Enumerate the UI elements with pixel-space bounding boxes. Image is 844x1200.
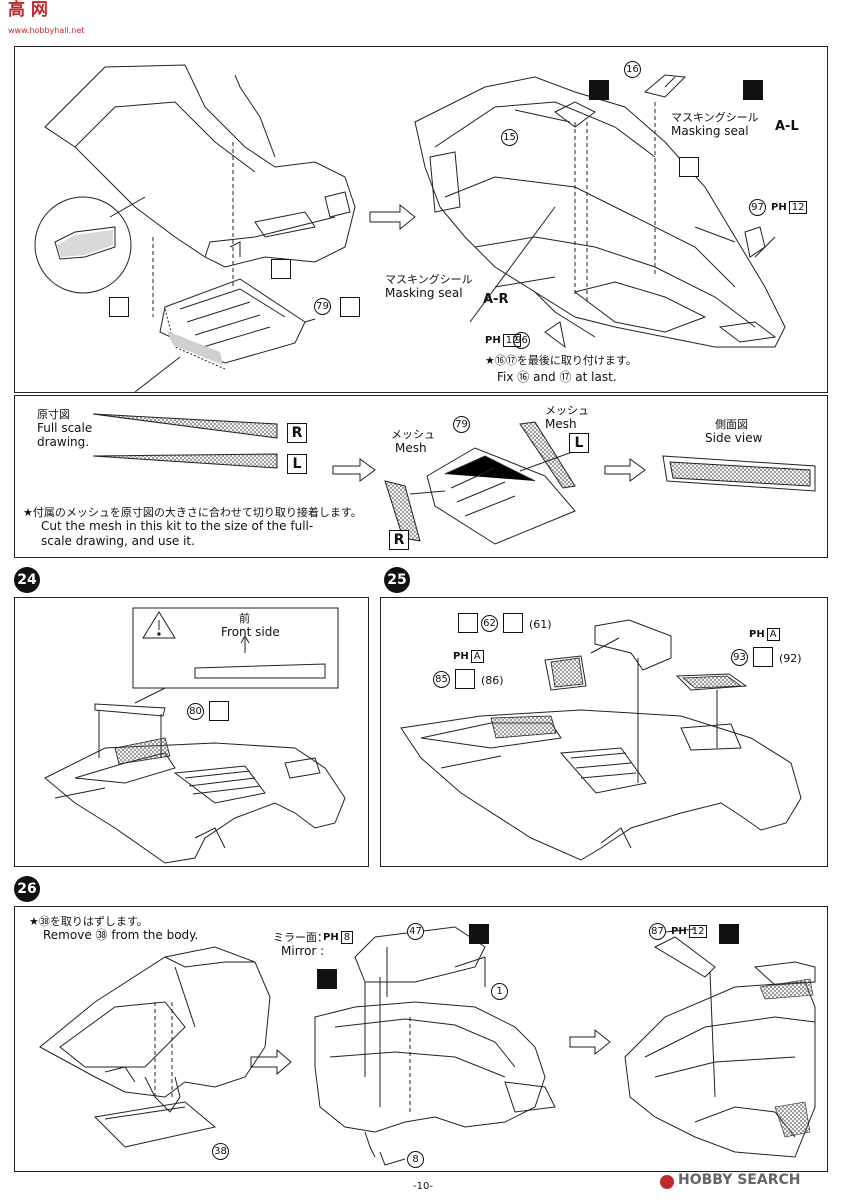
part-number: 1	[491, 983, 508, 1000]
cement-icon	[458, 613, 478, 633]
front-side-jp: 前	[239, 612, 250, 625]
part-number-optional: (61)	[529, 618, 552, 631]
right-marker: R	[389, 530, 409, 550]
masking-seal-label-en: Masking seal	[671, 124, 749, 138]
masking-seal-label-jp: マスキングシール	[671, 111, 759, 124]
part-number: 8	[407, 1151, 424, 1168]
body-a-l-label: A-L	[775, 119, 799, 134]
brand-icon	[660, 1175, 674, 1189]
side-view-jp: 側面図	[715, 418, 748, 431]
no-glue-icon	[109, 297, 129, 317]
mesh-label-en: Mesh	[395, 441, 427, 455]
masking-seal-label-jp: マスキングシール	[385, 273, 473, 286]
mirror-label-en: Mirror :	[281, 944, 325, 958]
panel-step-26: ★㊳を取りはずします。 Remove ㊳ from the body. 38 ミ…	[14, 906, 828, 1172]
body-a-r-label: A-R	[483, 292, 509, 307]
mesh-label-jp: メッシュ	[391, 428, 435, 441]
step-number: 25	[384, 567, 410, 593]
optional-icon	[503, 613, 523, 633]
brand-name: HOBBY SEARCH	[678, 1172, 801, 1188]
right-marker: R	[287, 423, 307, 443]
remove-note-en: Remove ㊳ from the body.	[43, 928, 199, 942]
part-number: 85	[433, 671, 450, 688]
part-number: 15	[501, 129, 518, 146]
masking-seal-label-en: Masking seal	[385, 286, 463, 300]
mesh-drawing	[92, 413, 816, 545]
front-side-en: Front side	[221, 625, 280, 639]
part-number: 38	[212, 1143, 229, 1160]
step-number: 24	[14, 567, 40, 593]
part-number: 79	[314, 298, 331, 315]
masking-seal-icon	[317, 969, 337, 989]
left-marker: L	[287, 454, 307, 474]
fix-note-en: Fix ⑯ and ⑰ at last.	[497, 370, 617, 384]
part-number: 93	[731, 649, 748, 666]
site-logo: 高 网 www.hobbyhall.net	[8, 0, 84, 36]
cement-icon	[340, 297, 360, 317]
site-logo-text: 高 网	[8, 0, 48, 20]
part-number: 16	[624, 61, 641, 78]
left-marker: L	[569, 433, 589, 453]
mesh-note-en: Cut the mesh in this kit to the size of …	[41, 519, 314, 533]
step-24-drawing	[44, 607, 346, 864]
step-25-drawing	[400, 619, 802, 861]
page-number: -10-	[413, 1181, 433, 1192]
top-assembly-drawing	[34, 64, 786, 393]
part-number: 87	[649, 923, 666, 940]
part-number: 62	[481, 615, 498, 632]
mesh-label-jp: メッシュ	[545, 404, 589, 417]
masking-seal-icon	[719, 924, 739, 944]
part-number: 97	[749, 199, 766, 216]
mesh-note-en: scale drawing, and use it.	[41, 534, 195, 548]
part-number: 80	[187, 703, 204, 720]
full-scale-en: drawing.	[37, 435, 90, 449]
mesh-note-jp: ★付属のメッシュを原寸図の大きさに合わせて切り取り接着します。	[23, 506, 362, 519]
masking-seal-icon	[589, 80, 609, 100]
part-number: 96	[513, 332, 530, 349]
step-26-drawing	[39, 926, 816, 1166]
full-scale-jp: 原寸図	[37, 408, 70, 421]
mesh-label-en: Mesh	[545, 417, 577, 431]
part-number: 47	[407, 923, 424, 940]
part-number-optional: (92)	[779, 652, 802, 665]
panel-step-24: 前 Front side 80	[14, 597, 369, 867]
masking-seal-icon	[743, 80, 763, 100]
full-scale-en: Full scale	[37, 421, 93, 435]
no-glue-icon	[271, 259, 291, 279]
step-number: 26	[14, 876, 40, 902]
side-view-en: Side view	[705, 431, 763, 445]
panel-mesh-drawing: 原寸図 Full scale drawing. R L メッシュ Mesh メッ…	[14, 395, 828, 558]
brand-logo: HOBBY SEARCH	[660, 1173, 836, 1193]
part-number: 79	[453, 416, 470, 433]
masking-seal-icon	[469, 924, 489, 944]
remove-note-jp: ★㊳を取りはずします。	[29, 915, 148, 928]
panel-top-assembly: 16 15 97 96 79 マスキングシール Masking seal マスキ…	[14, 46, 828, 393]
site-url: www.hobbyhall.net	[8, 26, 85, 35]
optional-icon	[455, 669, 475, 689]
fix-note-jp: ★⑯⑰を最後に取り付けます。	[485, 354, 637, 367]
part-number-optional: (86)	[481, 674, 504, 687]
optional-icon	[753, 647, 773, 667]
cement-icon	[209, 701, 229, 721]
mirror-label-jp: ミラー面：	[273, 931, 328, 944]
no-glue-icon	[679, 157, 699, 177]
